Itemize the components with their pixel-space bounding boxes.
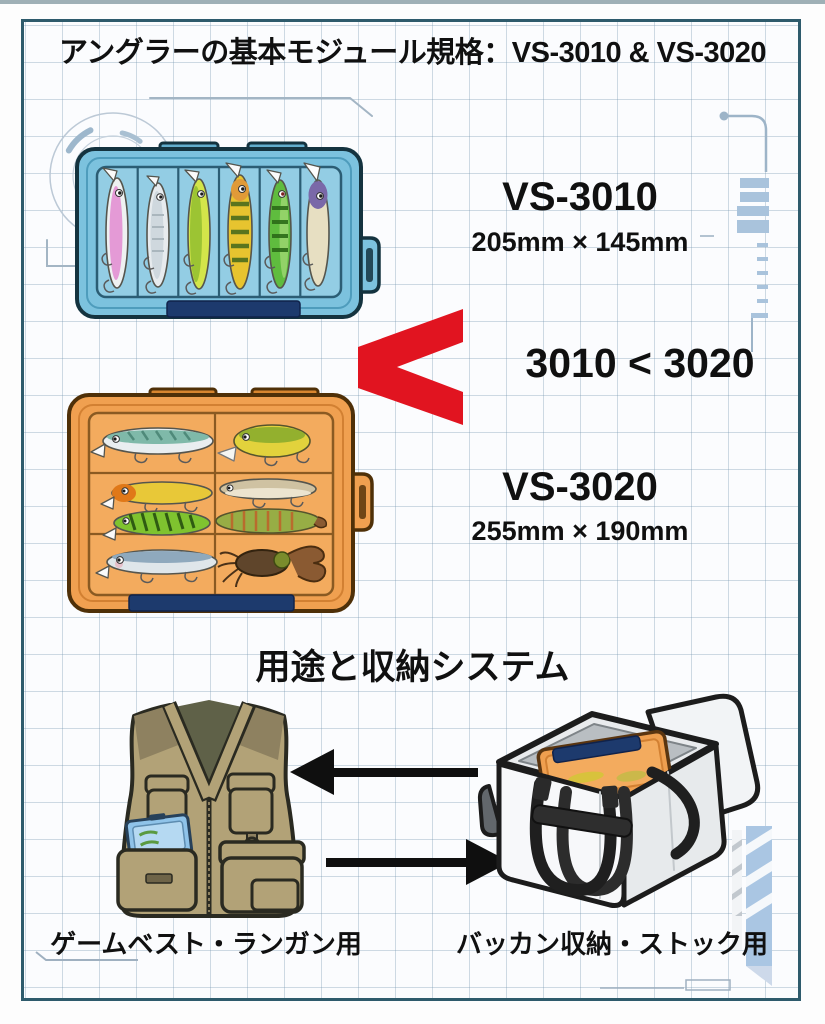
- vs3020-label: VS-3020: [502, 465, 658, 509]
- arrow-right-icon: [326, 839, 510, 885]
- fishing-vest-illustration: [116, 700, 306, 918]
- lure: [217, 424, 311, 467]
- lure: [101, 167, 129, 293]
- arrow-left-icon: [290, 749, 478, 795]
- less-than-symbol-icon: [358, 309, 463, 425]
- bakkan-usage-label: バッカン収納・ストック用: [455, 929, 768, 959]
- top-edge-strip: [0, 0, 825, 4]
- lure: [217, 545, 327, 588]
- case-latch: [359, 236, 381, 294]
- comparison-text: 3010 < 3020: [525, 340, 755, 386]
- page-title: アングラーの基本モジュール規格：VS-3010 & VS-3020: [58, 37, 767, 69]
- vs3010-dimensions: 205mm × 145mm: [471, 227, 689, 257]
- lure: [90, 427, 214, 464]
- bakkan-bag-illustration: [477, 693, 761, 908]
- vest-pocket: [228, 787, 274, 835]
- lure: [100, 481, 213, 514]
- case-latch: [351, 472, 374, 532]
- stripes-decoration: [35, 826, 772, 991]
- bakkan-handle-grip: [531, 804, 633, 838]
- lure: [183, 169, 211, 295]
- vest-usage-label: ゲームベスト・ランガン用: [50, 929, 362, 959]
- lure: [302, 162, 330, 291]
- lure: [219, 478, 317, 509]
- lure: [102, 510, 211, 541]
- lure: [143, 175, 170, 294]
- vs3010-label: VS-3010: [502, 175, 658, 219]
- lure: [215, 508, 328, 534]
- section-heading: 用途と収納システム: [255, 648, 570, 687]
- lure: [95, 549, 218, 584]
- vs3020-dimensions: 255mm × 190mm: [471, 516, 689, 546]
- vs3020-box-illustration: [67, 387, 374, 613]
- vs3010-box-illustration: [75, 141, 381, 319]
- hud-right-decoration: [700, 111, 769, 352]
- lure: [223, 162, 253, 295]
- lure: [264, 169, 292, 294]
